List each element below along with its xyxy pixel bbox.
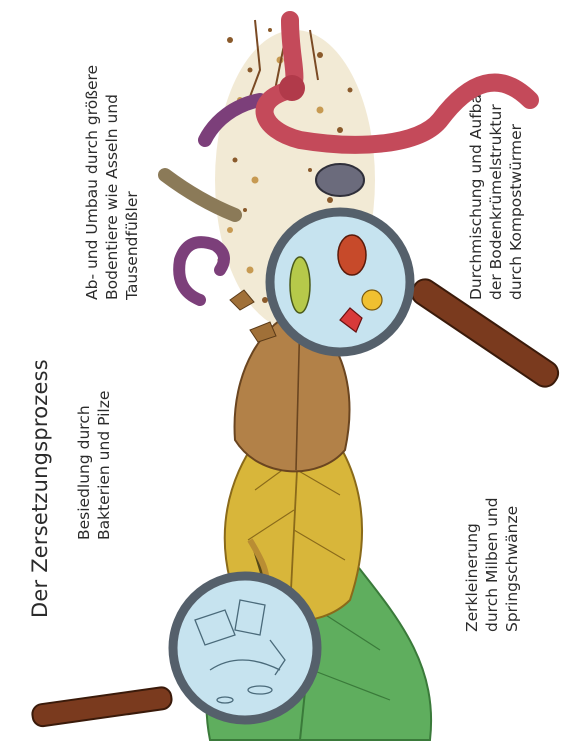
woodlouse bbox=[316, 164, 364, 196]
millipede-curled bbox=[179, 242, 224, 300]
magnifier-bacteria-fungi bbox=[31, 576, 317, 727]
